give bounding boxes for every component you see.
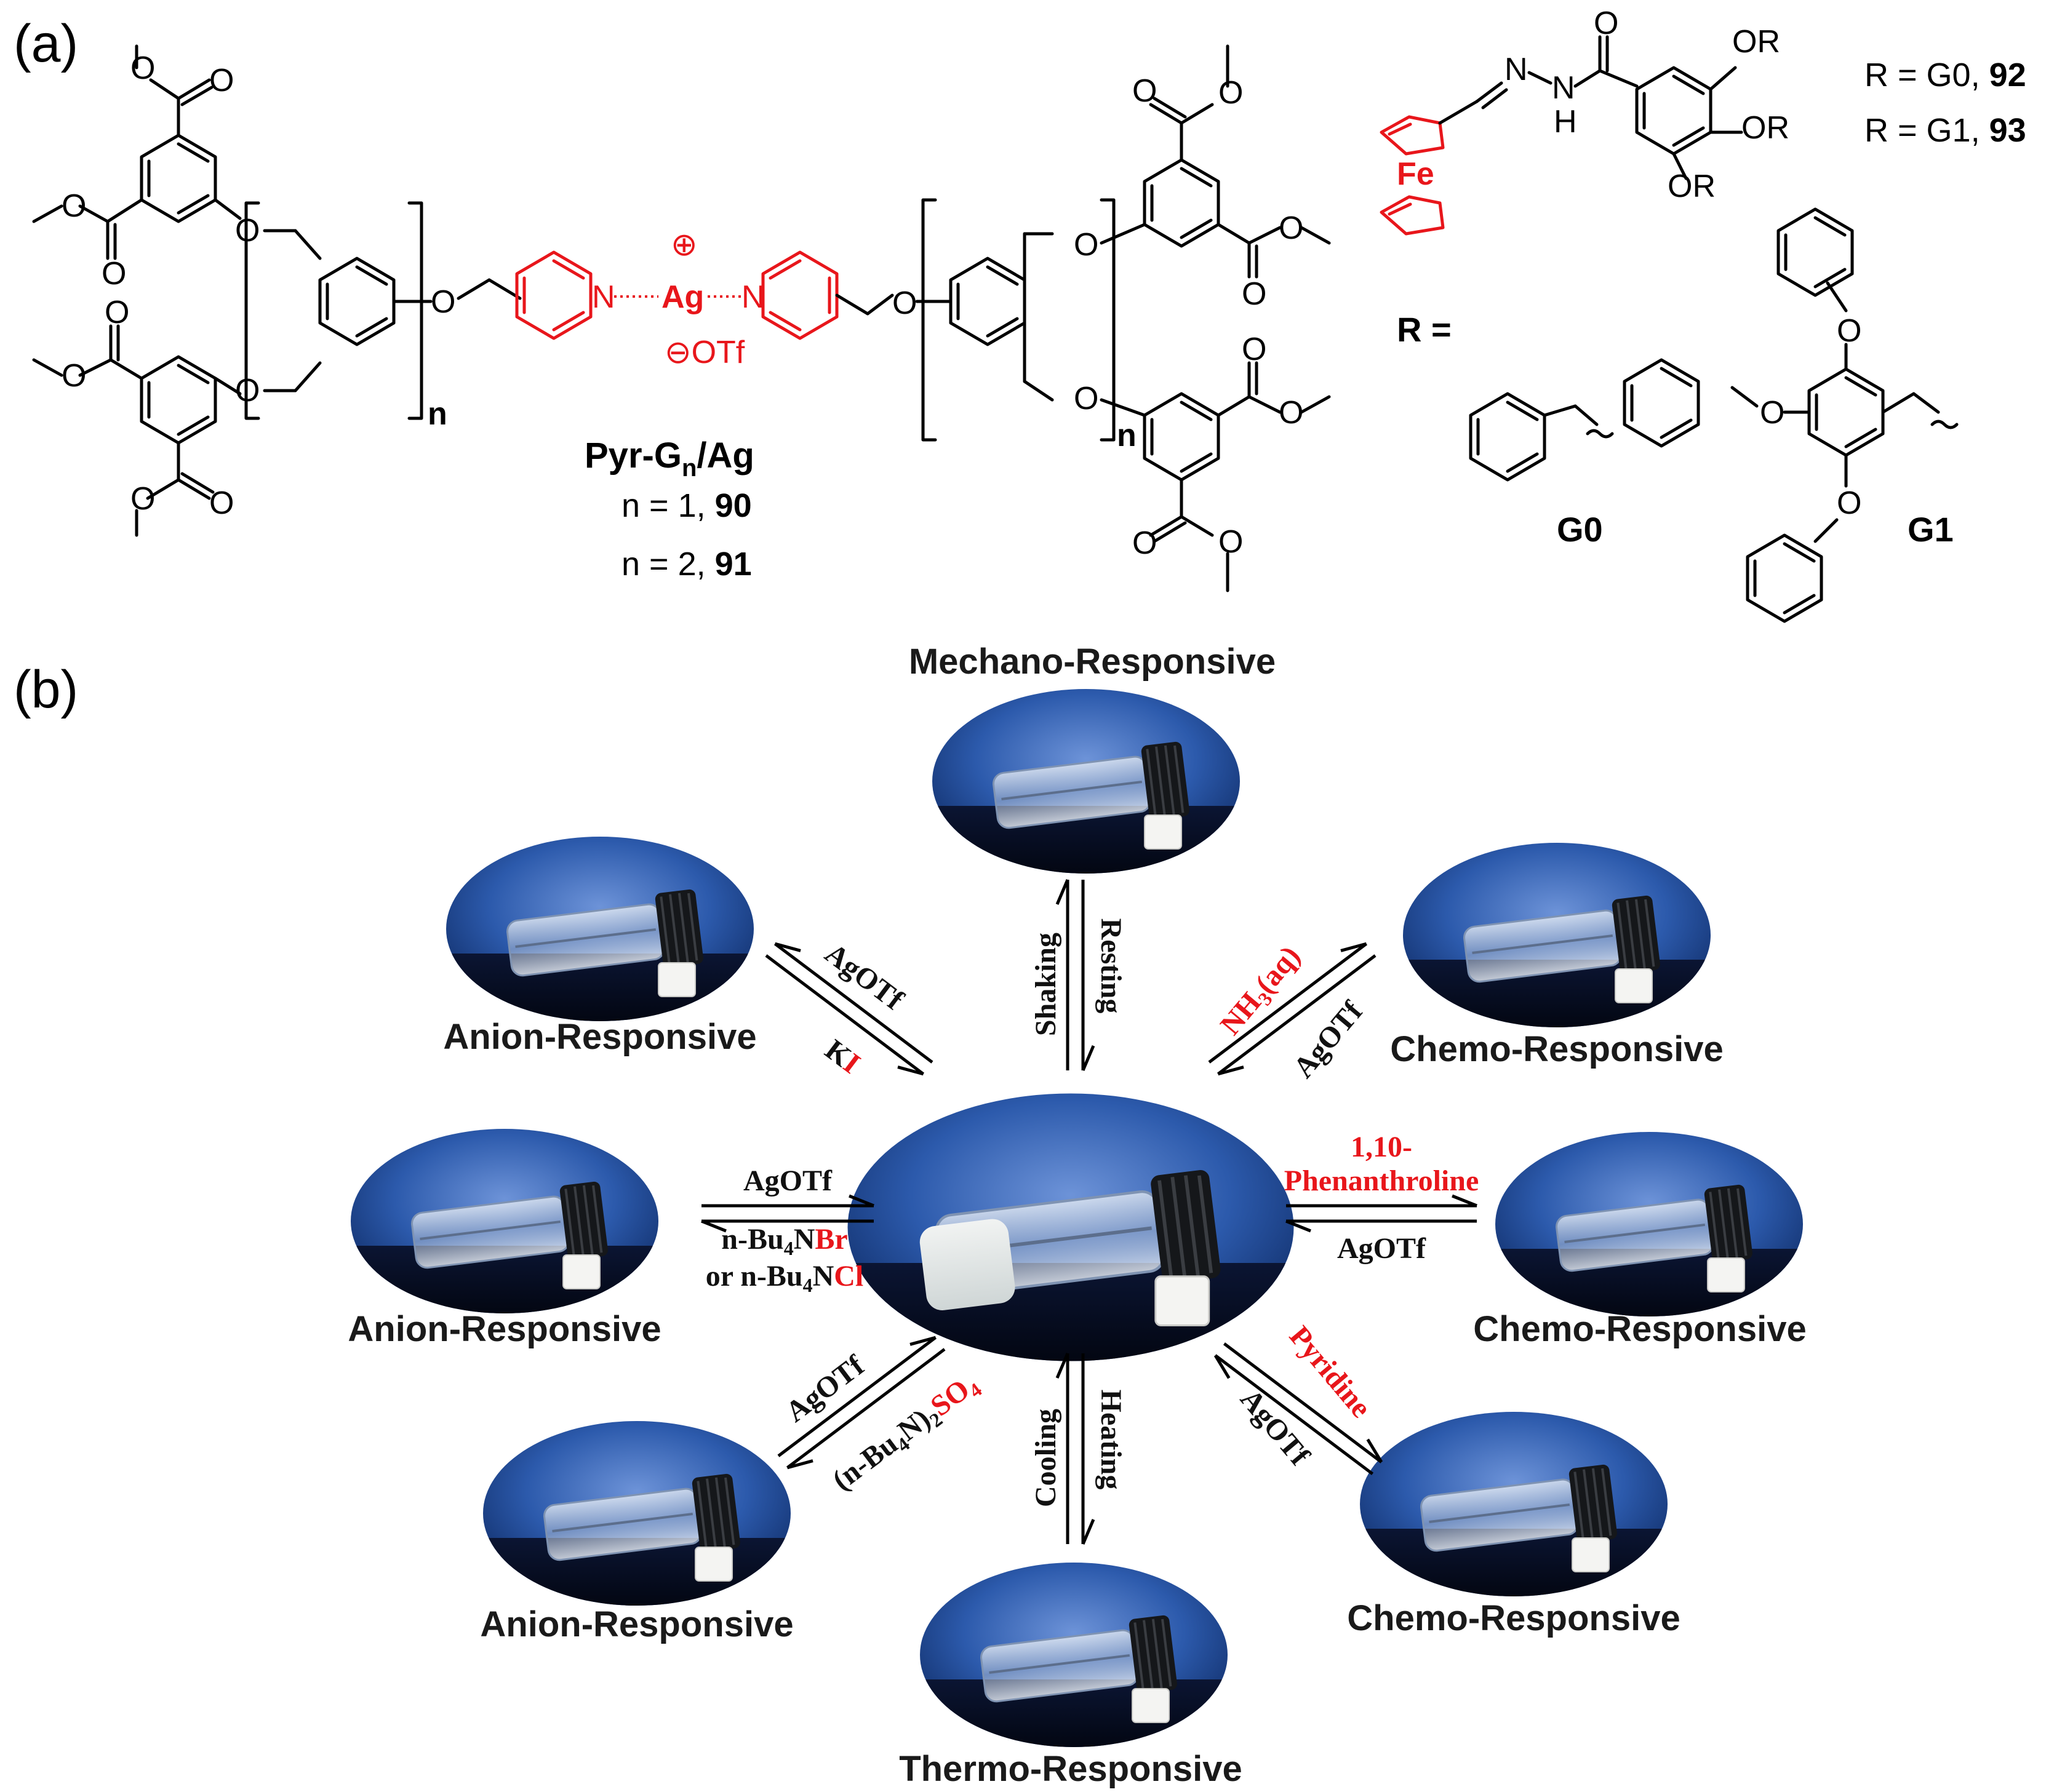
cond-phen-1: 1,10- [1351, 1131, 1412, 1163]
left-repeat-index: n [428, 396, 447, 432]
left-dendron-structure: O O O O O O O O O O [32, 44, 522, 537]
svg-text:O: O [130, 50, 155, 86]
or-top: OR [1732, 24, 1780, 60]
svg-text:N: N [1505, 52, 1528, 87]
g1-dendron-structure: O O O [1623, 207, 1959, 623]
silver-atom: Ag [661, 279, 704, 315]
svg-text:N: N [1552, 70, 1575, 106]
cond-resting: Resting [1095, 918, 1127, 1014]
label-anion-upper: Anion-Responsive [443, 1017, 756, 1057]
photo-anion-mid [345, 1129, 665, 1320]
svg-text:O: O [1218, 75, 1243, 111]
arrow-anion-mid [701, 1194, 874, 1233]
cond-mid-left-cl: or n-Bu4NCl [706, 1260, 864, 1296]
arrow-anion-lower [777, 1336, 946, 1470]
svg-text:O: O [1242, 332, 1266, 367]
svg-text:O: O [1279, 210, 1303, 246]
svg-text:O: O [1837, 313, 1861, 349]
photo-anion-upper [440, 837, 760, 1027]
label-mechano: Mechano-Responsive [909, 642, 1276, 682]
arrow-thermo [1055, 1353, 1095, 1545]
arrow-chemo-mid [1285, 1194, 1477, 1233]
or-mid: OR [1741, 110, 1789, 146]
triflate-anion: ⊖OTf [665, 335, 745, 370]
svg-text:O: O [431, 284, 455, 320]
cond-lower-right-agotf: AgOTf [1234, 1383, 1316, 1472]
svg-text:O: O [1760, 395, 1784, 431]
label-chemo-upper: Chemo-Responsive [1390, 1029, 1723, 1069]
svg-text:N: N [741, 279, 765, 315]
svg-text:O: O [1132, 73, 1157, 109]
svg-text:O: O [209, 485, 234, 521]
photo-chemo-mid [1489, 1132, 1809, 1323]
svg-text:O: O [62, 358, 86, 394]
svg-text:O: O [102, 256, 126, 292]
photo-center-gel [839, 1094, 1303, 1371]
pyridine-silver-complex: N Ag ⊕ N ⊖OTf [515, 227, 894, 370]
svg-text:O: O [1074, 227, 1098, 263]
right-dendron-structure: O O O n O O O O [892, 44, 1331, 592]
photo-anion-lower [477, 1421, 797, 1612]
cond-cooling: Cooling [1029, 1409, 1062, 1507]
svg-text:O: O [209, 63, 234, 98]
or-bottom: OR [1668, 169, 1716, 204]
photo-mechano [926, 689, 1246, 880]
left-molecule-name: Pyr-Gn/Ag [585, 436, 754, 482]
svg-text:O: O [62, 188, 86, 224]
arrow-chemo-lower [1213, 1342, 1383, 1475]
cation-charge: ⊕ [671, 227, 698, 263]
svg-text:O: O [1132, 525, 1157, 561]
arrow-chemo-upper [1208, 942, 1377, 1076]
cond-pyridine: Pyridine [1283, 1320, 1378, 1424]
svg-text:O: O [1837, 485, 1861, 521]
svg-text:O: O [892, 285, 917, 321]
g1-label: G1 [1908, 510, 1954, 549]
photo-chemo-upper [1397, 843, 1717, 1033]
panel-b-label: (b) [14, 660, 78, 719]
cond-ki: KI [819, 1033, 866, 1080]
cond-mid-right-agotf: AgOTf [1337, 1232, 1426, 1265]
photo-chemo-lower [1354, 1412, 1674, 1603]
svg-text:H: H [1554, 104, 1577, 140]
cond-mid-left-br: n-Bu4NBr [721, 1223, 847, 1259]
compound-90: n = 1, 90 [621, 487, 752, 524]
panel-a-label: (a) [14, 14, 78, 73]
cond-phen-2: Phenanthroline [1284, 1165, 1479, 1197]
ferrocene-hydrazone-structure: Fe N N H O OR OR OR [1380, 6, 1789, 236]
svg-text:O: O [105, 295, 129, 330]
cond-shaking: Shaking [1029, 933, 1062, 1036]
r-g1-line: R = G1, 93 [1864, 112, 2026, 149]
cond-heating: Heating [1095, 1390, 1127, 1490]
svg-text:O: O [130, 481, 155, 517]
compound-91: n = 2, 91 [621, 546, 752, 583]
svg-text:O: O [1218, 524, 1243, 560]
label-chemo-lower: Chemo-Responsive [1347, 1598, 1680, 1638]
cond-mid-left-agotf: AgOTf [743, 1165, 833, 1197]
svg-text:n: n [1117, 418, 1137, 453]
svg-text:O: O [1242, 276, 1266, 312]
svg-text:O: O [1074, 381, 1098, 416]
r-g0-line: R = G0, 92 [1864, 57, 2026, 94]
label-anion-mid: Anion-Responsive [348, 1309, 661, 1349]
cond-nh3: NH3(aq) [1214, 940, 1309, 1044]
svg-text:O: O [1279, 395, 1303, 431]
label-thermo: Thermo-Responsive [899, 1749, 1242, 1789]
g0-benzyl-structure [1469, 392, 1614, 482]
arrow-mechano [1055, 879, 1095, 1071]
g0-label: G0 [1557, 510, 1603, 549]
label-anion-lower: Anion-Responsive [480, 1604, 793, 1644]
iron-atom: Fe [1397, 156, 1434, 192]
r-equals-label: R = [1397, 310, 1452, 349]
cond-upper-right-agotf: AgOTf [1287, 995, 1370, 1084]
svg-text:O: O [1594, 6, 1618, 41]
arrow-anion-upper [765, 942, 933, 1076]
svg-text:N: N [592, 279, 615, 315]
photo-thermo [914, 1563, 1234, 1753]
